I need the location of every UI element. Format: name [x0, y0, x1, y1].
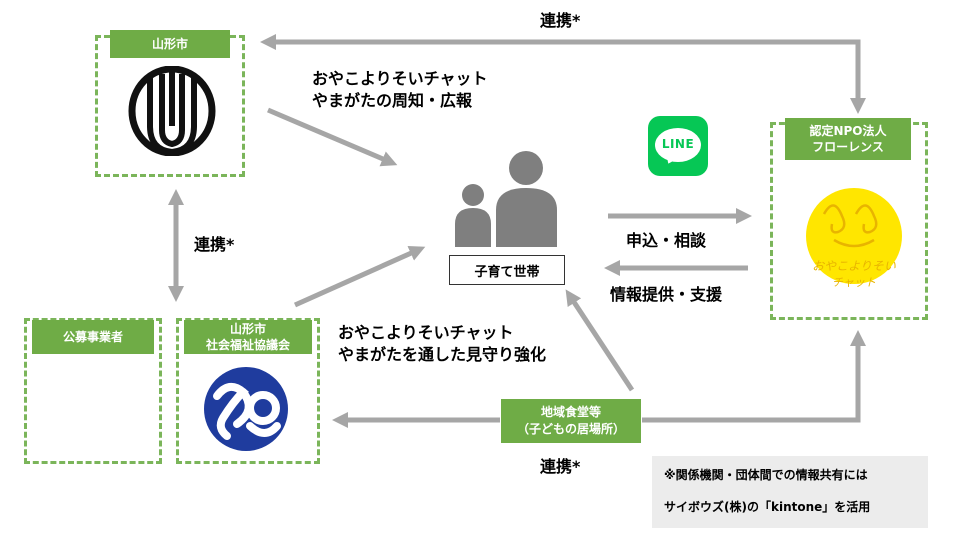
- note-line-1: ※関係機関・団体間での情報共有には: [664, 468, 868, 482]
- cafeteria-label-2: （子どもの居場所）: [516, 422, 625, 436]
- watch-arrow: [293, 245, 426, 308]
- collab-top-label: 連携*: [540, 11, 581, 30]
- yamagata-city-header: 山形市: [110, 30, 230, 58]
- oyako-logo-text-1: おやこよりそい: [812, 259, 896, 273]
- oyako-logo-text-2: チャット: [832, 276, 876, 289]
- oyako-chat-logo-icon: おやこよりそい チャット: [806, 188, 902, 289]
- collab-bottom-label: 連携*: [540, 457, 581, 476]
- npo-header: 認定NPO法人 フローレンス: [785, 118, 911, 160]
- public-offices-header: 公募事業者: [32, 320, 154, 354]
- support-label: 情報提供・支援: [610, 285, 723, 304]
- kintone-note: ※関係機関・団体間での情報共有には サイボウズ(株)の「kintone」を活用: [652, 456, 928, 528]
- collab-left-label: 連携*: [194, 235, 235, 254]
- yamagata-city-emblem-icon: [128, 66, 216, 156]
- promo-arrow: [267, 107, 398, 167]
- public-offices-box: [24, 318, 162, 464]
- yamagata-city-label: 山形市: [151, 37, 188, 51]
- watch-label-1: おやこよりそいチャット: [338, 323, 514, 342]
- note-line-2: サイボウズ(株)の「kintone」を活用: [664, 500, 871, 514]
- apply-label: 申込・相談: [626, 231, 707, 250]
- household-label: 子育て世帯: [474, 264, 540, 280]
- council-box: [176, 318, 320, 464]
- npo-label-2: フローレンス: [812, 140, 884, 154]
- line-logo-text: LINE: [661, 137, 695, 151]
- council-header: 山形市 社会福祉協議会: [184, 320, 312, 354]
- council-label-2: 社会福祉協議会: [205, 338, 290, 352]
- family-people-icon: [455, 151, 557, 247]
- watch-label-2: やまがたを通した見守り強化: [338, 345, 547, 364]
- household-box: 子育て世帯: [449, 255, 565, 285]
- cafeteria-box: 地域食堂等 （子どもの居場所）: [500, 398, 642, 444]
- npo-label-1: 認定NPO法人: [809, 124, 887, 138]
- line-app-icon: LINE: [648, 116, 708, 176]
- cafeteria-arrow: [565, 289, 635, 392]
- promo-label-1: おやこよりそいチャット: [312, 69, 488, 88]
- council-emblem-icon: [204, 367, 288, 451]
- cafeteria-label-1: 地域食堂等: [540, 405, 601, 419]
- collab-top-arrow: [259, 33, 867, 115]
- council-label-1: 山形市: [229, 322, 266, 336]
- promo-label-2: やまがたの周知・広報: [312, 91, 473, 110]
- public-offices-label: 公募事業者: [62, 330, 123, 344]
